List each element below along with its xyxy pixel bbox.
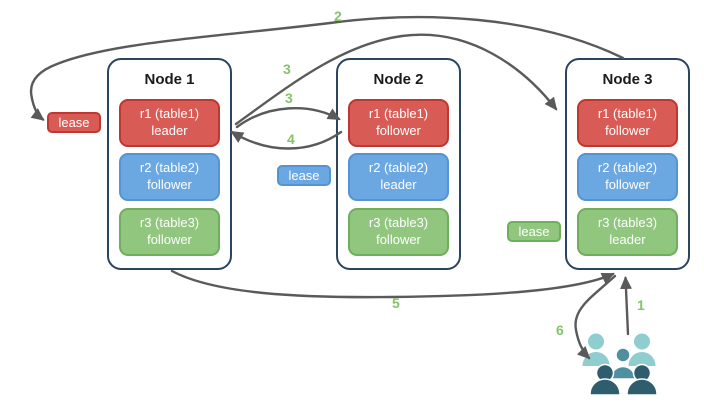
replica-name: r1 (table1): [597, 106, 658, 122]
replica-name: r2 (table2): [139, 160, 200, 176]
replica-name: r1 (table1): [139, 106, 200, 122]
lease-badge-red: lease: [47, 112, 101, 133]
node-3-replica-r1: r1 (table1) follower: [577, 99, 678, 147]
replica-name: r1 (table1): [368, 106, 429, 122]
users-bottom-row: [589, 363, 658, 396]
node-3-box: Node 3 r1 (table1) follower r2 (table2) …: [565, 58, 690, 270]
arrow-step-6: [574, 274, 617, 360]
arrow-step-3-to-node2: [235, 106, 341, 129]
replica-role: follower: [605, 123, 650, 138]
replica-role: leader: [151, 123, 188, 138]
arrow-step-1: [619, 276, 632, 336]
node-2-replica-r1: r1 (table1) follower: [348, 99, 449, 147]
replica-name: r3 (table3): [139, 215, 200, 231]
step-label-4: 4: [287, 131, 295, 147]
node-1-title: Node 1: [144, 71, 195, 88]
node-3-replica-r2: r2 (table2) follower: [577, 153, 678, 201]
step-label-5: 5: [392, 295, 400, 311]
replica-role: follower: [376, 232, 421, 247]
arrow-step-2: [29, 15, 625, 121]
arrow-step-4-to-node1: [230, 130, 343, 150]
replica-role: follower: [376, 123, 421, 138]
users-group-icon: [582, 333, 658, 396]
lease-badge-blue: lease: [277, 165, 331, 186]
replica-name: r3 (table3): [368, 215, 429, 231]
replica-role: leader: [609, 232, 646, 247]
replica-name: r3 (table3): [597, 215, 658, 231]
node-2-replica-r2: r2 (table2) leader: [348, 153, 449, 201]
step-label-2: 2: [334, 8, 342, 24]
step-label-3b: 3: [285, 90, 293, 106]
replica-role: follower: [605, 177, 650, 192]
node-1-replica-r2: r2 (table2) follower: [119, 153, 220, 201]
replica-role: leader: [380, 177, 417, 192]
replica-name: r2 (table2): [597, 160, 658, 176]
replica-role: follower: [147, 232, 192, 247]
node-2-replica-r3: r3 (table3) follower: [348, 208, 449, 256]
node-3-replica-r3: r3 (table3) leader: [577, 208, 678, 256]
node-1-box: Node 1 r1 (table1) leader r2 (table2) fo…: [107, 58, 232, 270]
step-label-6: 6: [556, 322, 564, 338]
replica-role: follower: [147, 177, 192, 192]
users-top-row: [582, 333, 656, 366]
arrow-step-5: [170, 269, 615, 299]
step-label-1: 1: [637, 297, 645, 313]
step-label-3a: 3: [283, 61, 291, 77]
replica-name: r2 (table2): [368, 160, 429, 176]
node-2-box: Node 2 r1 (table1) follower r2 (table2) …: [336, 58, 461, 270]
node-2-title: Node 2: [373, 71, 424, 88]
node-3-title: Node 3: [602, 71, 653, 88]
arrow-step-3-to-node3: [234, 33, 558, 126]
lease-badge-green: lease: [507, 221, 561, 242]
node-1-replica-r3: r3 (table3) follower: [119, 208, 220, 256]
node-1-replica-r1: r1 (table1) leader: [119, 99, 220, 147]
